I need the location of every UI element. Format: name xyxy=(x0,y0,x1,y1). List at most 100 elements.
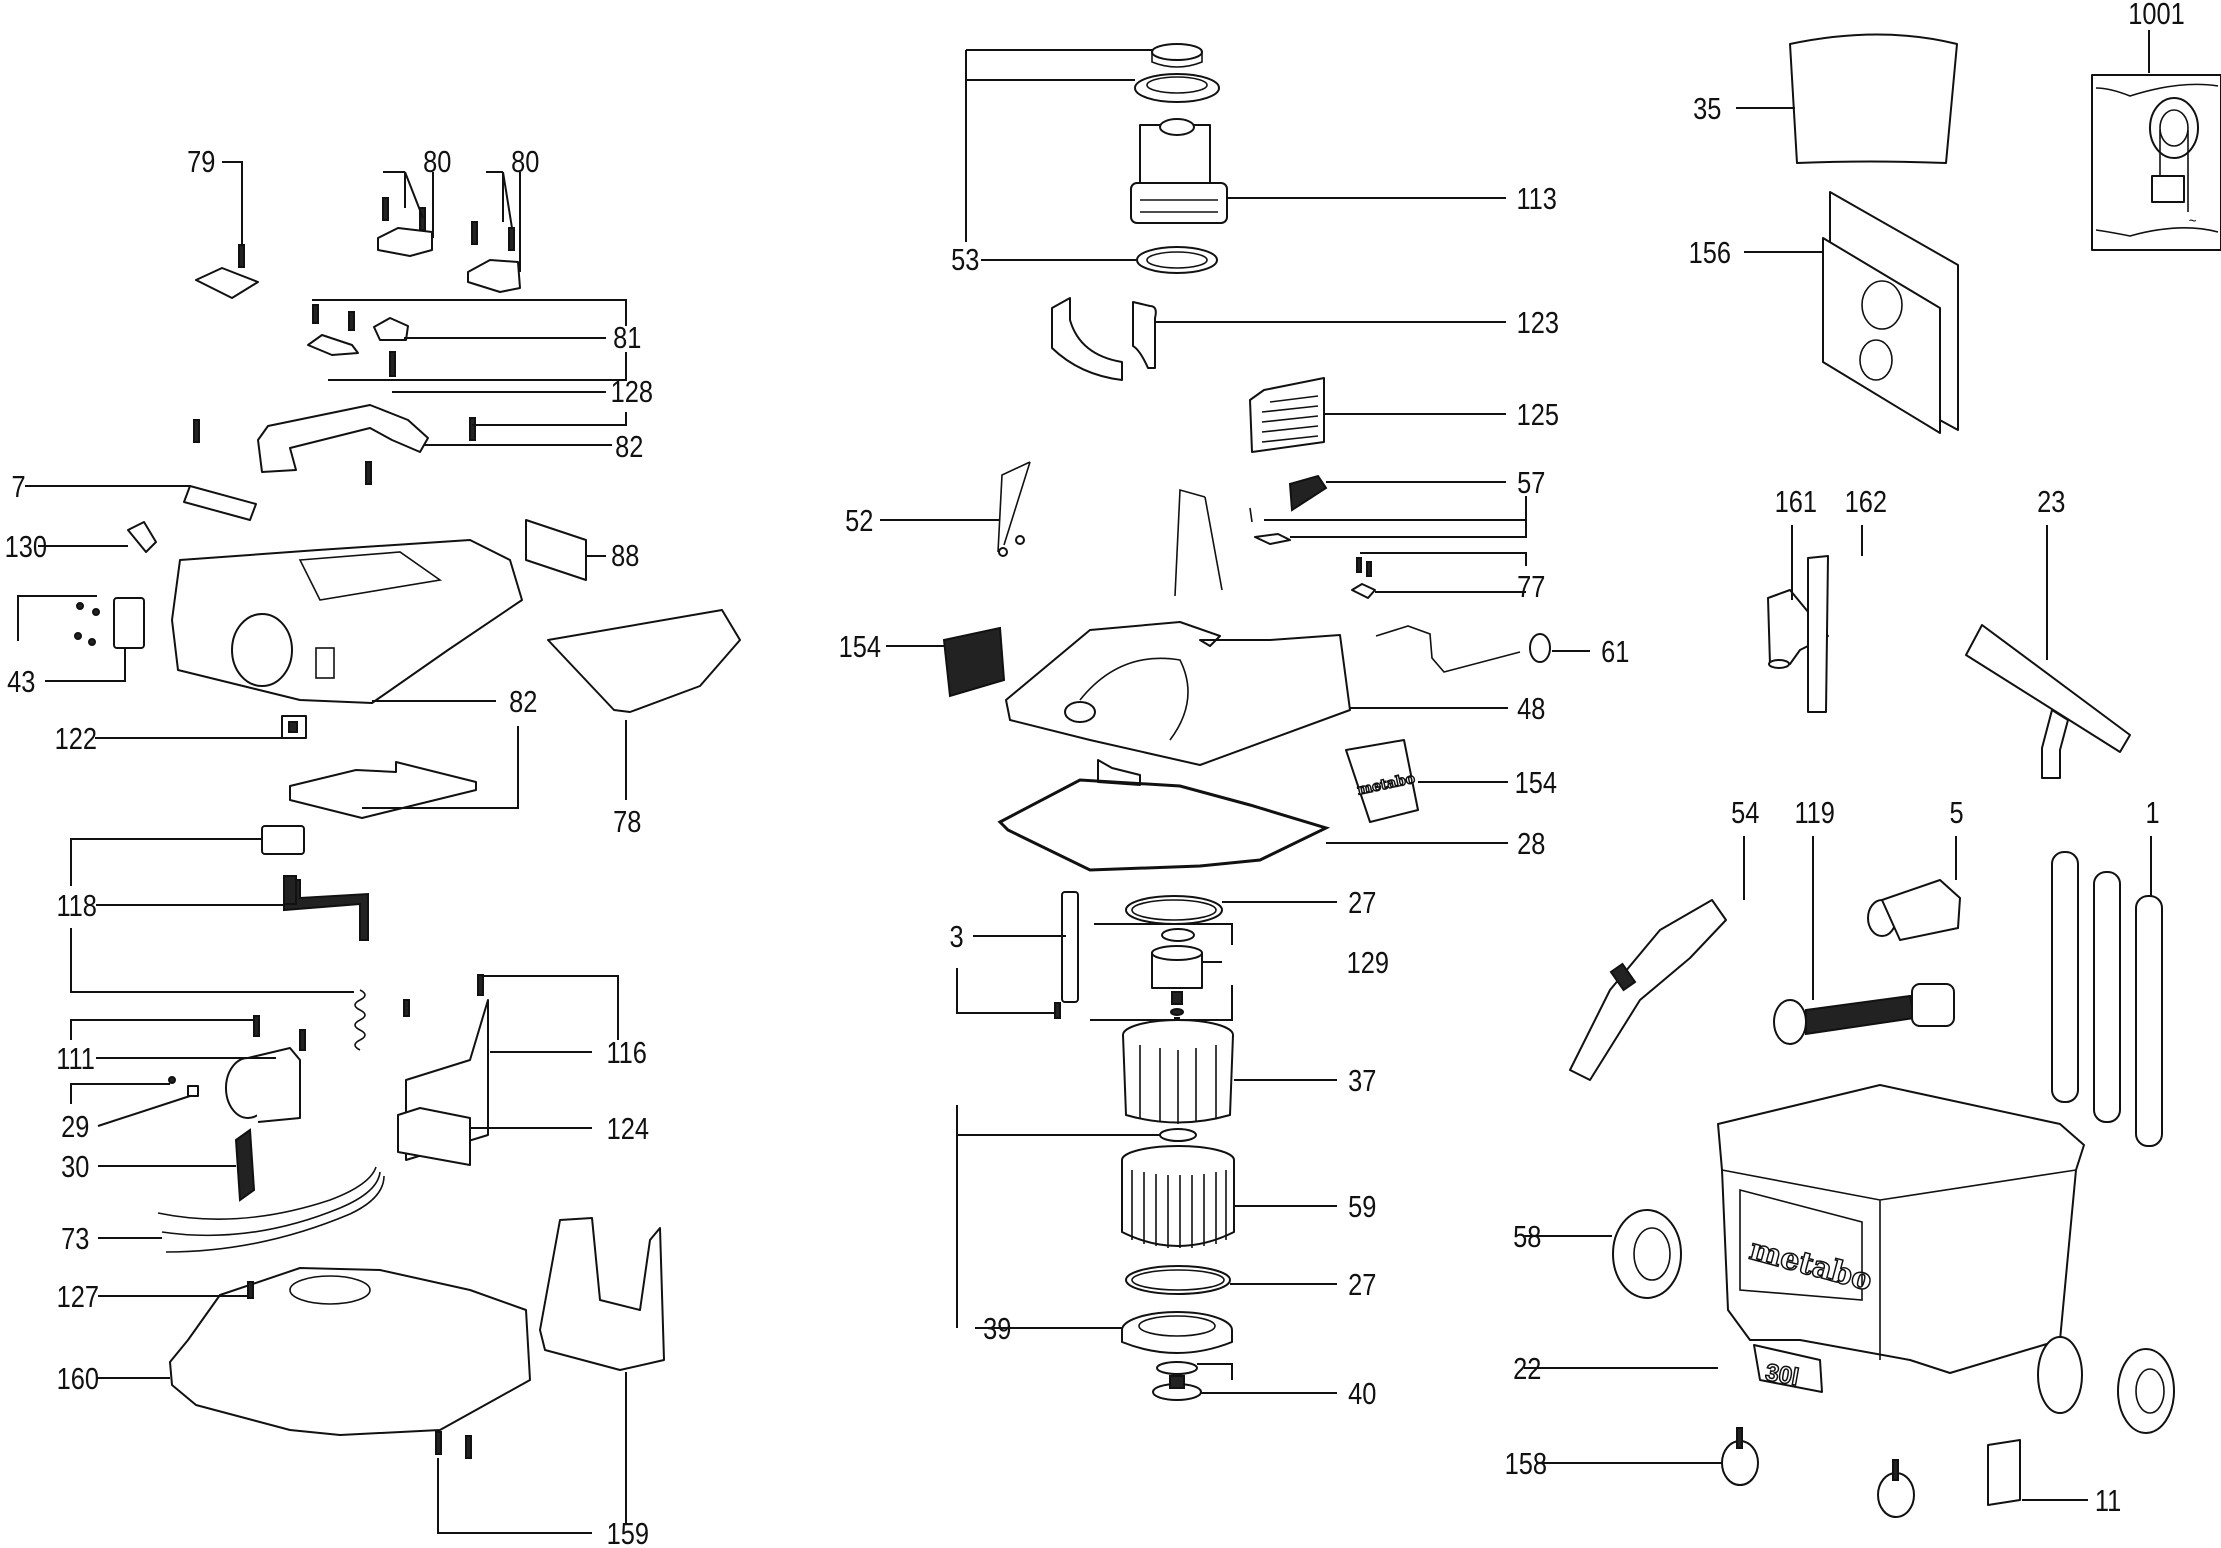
label-88[interactable]: 88 xyxy=(611,539,639,574)
label-78[interactable]: 78 xyxy=(613,805,641,840)
label-43[interactable]: 43 xyxy=(7,665,35,700)
part-158-caster xyxy=(1721,1427,1915,1518)
leader-lines xyxy=(17,30,2152,1534)
part-57-latch xyxy=(1249,474,1328,545)
label-59[interactable]: 59 xyxy=(1348,1190,1376,1225)
part-54-handle-hose xyxy=(1569,899,1727,1081)
part-39-washer xyxy=(1159,1128,1197,1142)
part-78-cover xyxy=(547,609,741,713)
label-48[interactable]: 48 xyxy=(1517,692,1545,727)
label-161[interactable]: 161 xyxy=(1775,485,1817,520)
part-122-rocker-switch xyxy=(281,715,307,739)
part-118-float-cap xyxy=(261,825,305,855)
part-23-floor-nozzle xyxy=(1965,624,2131,779)
part-156-paper-bag xyxy=(1822,191,1959,434)
part-162-crevice-tool xyxy=(1807,555,1829,713)
part-7-label-plate xyxy=(183,485,257,521)
label-61[interactable]: 61 xyxy=(1601,635,1629,670)
label-27[interactable]: 27 xyxy=(1348,886,1376,921)
part-30-circuit-board xyxy=(234,1128,256,1202)
label-30[interactable]: 30 xyxy=(61,1150,89,1185)
label-11[interactable]: 11 xyxy=(2095,1484,2121,1519)
label-154[interactable]: 154 xyxy=(1515,766,1557,801)
label-28[interactable]: 28 xyxy=(1517,827,1545,862)
label-129[interactable]: 129 xyxy=(1347,946,1389,981)
part-1001-wiring-diagram: ~ xyxy=(2091,74,2221,251)
label-73[interactable]: 73 xyxy=(61,1222,89,1257)
label-79[interactable]: 79 xyxy=(187,145,215,180)
part-wheel-right xyxy=(2117,1348,2175,1434)
part-118-float-arm xyxy=(283,875,369,941)
label-81[interactable]: 81 xyxy=(613,321,641,356)
label-53[interactable]: 53 xyxy=(951,243,979,278)
label-58[interactable]: 58 xyxy=(1513,1220,1541,1255)
part-88-label xyxy=(525,519,587,581)
label-1001[interactable]: 1001 xyxy=(2128,0,2185,32)
label-160[interactable]: 160 xyxy=(57,1362,99,1397)
part-130-switch xyxy=(127,521,157,553)
label-122[interactable]: 122 xyxy=(55,722,97,757)
part-48-head-base xyxy=(1005,621,1351,786)
label-82[interactable]: 82 xyxy=(615,430,643,465)
label-40[interactable]: 40 xyxy=(1348,1377,1376,1412)
label-159[interactable]: 159 xyxy=(607,1517,649,1548)
part-3-tool-holder xyxy=(1054,891,1079,1019)
label-82[interactable]: 82 xyxy=(509,685,537,720)
part-35-filter-bag xyxy=(1789,33,1958,164)
label-111[interactable]: 111 xyxy=(56,1042,95,1077)
part-81-latch-kit xyxy=(307,304,409,356)
label-154[interactable]: 154 xyxy=(839,630,881,665)
label-118[interactable]: 118 xyxy=(56,889,97,924)
part-11-label xyxy=(1987,1439,2021,1506)
part-113-motor xyxy=(1130,118,1228,224)
label-22[interactable]: 22 xyxy=(1513,1352,1541,1387)
label-127[interactable]: 127 xyxy=(57,1280,99,1315)
label-54[interactable]: 54 xyxy=(1731,796,1759,831)
part-61-power-cord xyxy=(1375,625,1551,673)
part-82-handle xyxy=(193,351,476,485)
label-80[interactable]: 80 xyxy=(511,145,539,180)
part-53-motor-seal-bottom xyxy=(1136,246,1218,274)
label-52[interactable]: 52 xyxy=(845,504,873,539)
label-7[interactable]: 7 xyxy=(12,470,26,505)
part-123-shell-right xyxy=(1132,301,1157,369)
label-156[interactable]: 156 xyxy=(1689,236,1731,271)
label-35[interactable]: 35 xyxy=(1693,92,1721,127)
part-77-catch xyxy=(1351,557,1376,599)
part-53-motor-ring xyxy=(1134,73,1220,103)
label-57[interactable]: 57 xyxy=(1517,466,1545,501)
label-39[interactable]: 39 xyxy=(983,1312,1011,1347)
label-1[interactable]: 1 xyxy=(2146,796,2160,831)
capacity-mark: 30l xyxy=(1763,1359,1801,1391)
part-119-suction-hose xyxy=(1773,983,1955,1045)
part-1-suction-tubes xyxy=(2051,851,2163,1147)
part-57-latch-bracket xyxy=(1174,488,1223,597)
label-125[interactable]: 125 xyxy=(1517,398,1559,433)
label-130[interactable]: 130 xyxy=(5,530,47,565)
label-27[interactable]: 27 xyxy=(1348,1268,1376,1303)
label-23[interactable]: 23 xyxy=(2037,485,2065,520)
label-116[interactable]: 116 xyxy=(606,1036,647,1071)
part-28-gasket xyxy=(997,778,1331,872)
label-128[interactable]: 128 xyxy=(611,375,653,410)
label-3[interactable]: 3 xyxy=(950,920,964,955)
label-80[interactable]: 80 xyxy=(423,145,451,180)
label-113[interactable]: 113 xyxy=(1516,182,1557,217)
label-37[interactable]: 37 xyxy=(1348,1064,1376,1099)
part-52-bracket xyxy=(997,461,1031,557)
label-123[interactable]: 123 xyxy=(1517,306,1559,341)
label-29[interactable]: 29 xyxy=(61,1110,89,1145)
part-39-filter-base xyxy=(1121,1311,1233,1354)
part-79-clip xyxy=(195,244,259,299)
label-124[interactable]: 124 xyxy=(607,1112,649,1147)
part-53-motor-seal-top xyxy=(1151,43,1203,68)
part-40-nut xyxy=(1152,1375,1202,1401)
label-119[interactable]: 119 xyxy=(1794,796,1835,831)
part-27-seal-ring-bottom xyxy=(1125,1265,1231,1295)
label-162[interactable]: 162 xyxy=(1845,485,1887,520)
part-124-foam-block xyxy=(397,1107,471,1166)
label-158[interactable]: 158 xyxy=(1505,1447,1547,1482)
label-77[interactable]: 77 xyxy=(1517,570,1545,605)
label-5[interactable]: 5 xyxy=(1950,796,1964,831)
